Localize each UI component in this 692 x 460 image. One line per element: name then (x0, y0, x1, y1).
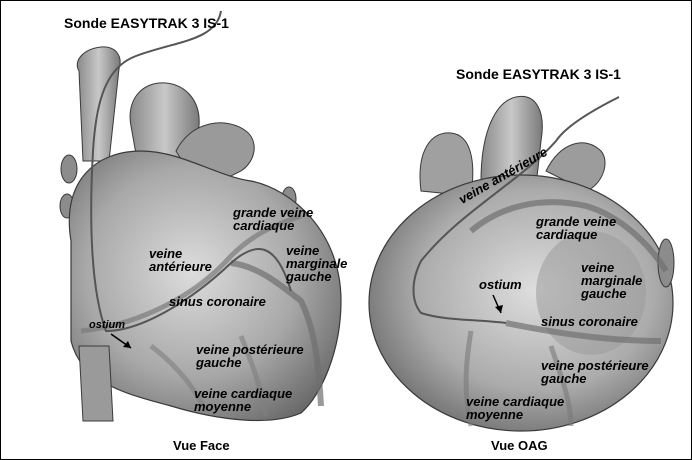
caption-oag-view: Vue OAG (491, 438, 548, 453)
label-veine-anterieure-left: veine antérieure (149, 247, 212, 273)
label-veine-posterieure-right: veine postérieure gauche (541, 359, 649, 385)
label-veine-marginale-right: veine marginale gauche (581, 261, 642, 300)
caption-front-view: Vue Face (173, 438, 230, 453)
label-veine-moyenne-right: veine cardiaque moyenne (466, 395, 564, 421)
label-grande-veine-right: grande veine cardiaque (536, 215, 616, 241)
label-sinus-right: sinus coronaire (541, 315, 638, 328)
label-sinus-left: sinus coronaire (169, 295, 266, 308)
label-veine-posterieure-left: veine postérieure gauche (196, 343, 304, 369)
probe-title-left: Sonde EASYTRAK 3 IS-1 (64, 15, 229, 31)
label-veine-moyenne-left: veine cardiaque moyenne (194, 387, 292, 413)
label-grande-veine-left: grande veine cardiaque (233, 206, 313, 232)
label-ostium-right: ostium (479, 278, 522, 291)
label-veine-marginale-left: veine marginale gauche (286, 244, 347, 283)
probe-title-right: Sonde EASYTRAK 3 IS-1 (456, 66, 621, 82)
label-ostium-left: ostium (89, 319, 125, 331)
